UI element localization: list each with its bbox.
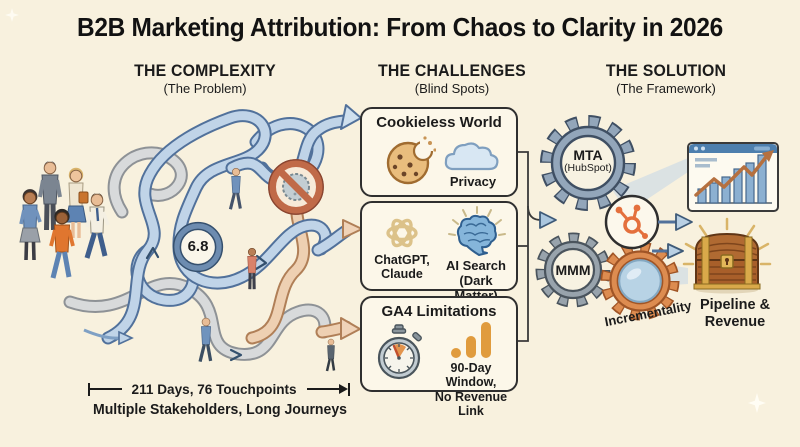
ga4-bars-icon — [451, 322, 491, 358]
no-cookies-icon — [268, 159, 324, 215]
privacy-label: Privacy — [449, 174, 497, 189]
section-header-solution: THE SOLUTION (The Framework) — [572, 62, 760, 96]
label-line: Pipeline & — [699, 297, 771, 313]
person — [325, 338, 336, 372]
measure-tick — [348, 382, 351, 396]
challenge-box-ai-search: ChatGPT, Claude AI Search (Dark Matter) — [360, 201, 518, 303]
label-line: Claude — [381, 267, 423, 282]
gear-mmm-label: MMM — [543, 263, 603, 278]
chatgpt-knot-icon — [386, 218, 418, 248]
solution-subheading: (The Framework) — [616, 81, 716, 96]
measure-arrowhead — [339, 384, 349, 394]
label-line: 90-Day Window, — [445, 361, 497, 390]
solution-heading: THE SOLUTION — [605, 62, 727, 80]
challenge-box-ga4: GA4 Limitations 90-Day Window, No Re — [360, 296, 518, 418]
label-line: No Revenue Link — [434, 389, 508, 419]
entry-arrow — [83, 328, 134, 346]
person — [65, 167, 89, 238]
brain-icon — [448, 206, 506, 256]
cookie-icon — [386, 135, 436, 185]
challenge-arrows — [340, 104, 363, 340]
page-title: B2B Marketing Attribution: From Chaos to… — [77, 12, 723, 42]
label-line: ChatGPT, — [374, 253, 430, 267]
hubspot-sprocket-icon — [604, 194, 660, 250]
measure-tick — [88, 382, 90, 396]
cloud-icon — [444, 142, 499, 171]
treasure-chest-icon — [682, 217, 772, 294]
person — [84, 193, 110, 259]
gear-mmm-icon — [535, 232, 611, 308]
person — [19, 189, 42, 261]
stakeholder-group — [19, 161, 110, 279]
label-line: (HubSpot) — [564, 161, 612, 174]
gear-incrementality-icon — [600, 241, 680, 321]
outcome-label: Pipeline & Revenue — [688, 297, 782, 330]
person — [228, 167, 242, 210]
chatgpt-claude-label: ChatGPT, Claude — [364, 253, 440, 282]
avg-stakeholders-value: 6.8 — [187, 238, 209, 255]
journey-measure-text: 211 Days, 76 Touchpoints — [131, 381, 298, 397]
gear-mta-label: MTA (HubSpot) — [552, 148, 624, 174]
outcome-arrows — [652, 213, 693, 259]
person — [38, 161, 62, 231]
person — [247, 247, 257, 290]
boxes-to-solution-connector — [518, 151, 557, 342]
label-line: MTA — [573, 147, 603, 163]
complexity-heading: THE COMPLEXITY — [134, 62, 276, 80]
avg-stakeholders-node — [172, 221, 224, 273]
label-line: MMM — [555, 262, 591, 278]
gear-mta-icon — [540, 115, 636, 211]
challenge-box-cookieless: Cookieless World Privacy — [360, 107, 518, 197]
journey-measure: 211 Days, 76 Touchpoints — [88, 380, 351, 398]
challenges-heading: THE CHALLENGES — [378, 62, 526, 80]
sparkle-icon — [5, 8, 766, 413]
box-title: Cookieless World — [376, 114, 502, 131]
complexity-subheading: (The Problem) — [163, 81, 247, 96]
label-line: AI Search — [446, 258, 506, 273]
box-title: GA4 Limitations — [381, 303, 497, 320]
person — [198, 317, 213, 363]
ai-search-label: AI Search (Dark Matter) — [440, 258, 512, 304]
chart-window-icon — [687, 142, 779, 212]
section-header-complexity: THE COMPLEXITY (The Problem) — [100, 62, 310, 96]
complexity-caption: Multiple Stakeholders, Long Journeys — [92, 402, 347, 418]
person — [49, 208, 75, 279]
maze-walkers — [198, 167, 336, 372]
section-header-challenges: THE CHALLENGES (Blind Spots) — [358, 62, 546, 96]
measure-line — [90, 388, 123, 390]
label-line: Revenue — [704, 313, 766, 330]
measure-line — [306, 388, 340, 390]
ga4-caption: 90-Day Window, No Revenue Link — [424, 361, 518, 419]
stopwatch-icon — [377, 324, 422, 380]
challenges-subheading: (Blind Spots) — [414, 81, 490, 96]
